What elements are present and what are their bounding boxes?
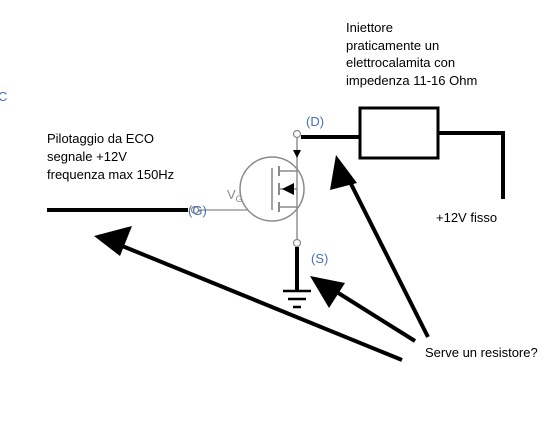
injector-line-1: Iniettore (346, 20, 393, 35)
gate-pin-label: (G) (188, 203, 207, 218)
injector-line-4: impedenza 11-16 Ohm (346, 73, 477, 88)
source-pin-label: (S) (311, 251, 328, 266)
arrow-to-drain (330, 155, 430, 338)
gate-pin-dot (190, 205, 200, 215)
drain-pin-dot (292, 129, 302, 139)
supply-label: +12V fisso (436, 210, 497, 225)
drain-arrowhead (293, 150, 301, 158)
question-label: Serve un resistore? (425, 345, 538, 360)
injector-line-3: elettrocalamita con (346, 55, 455, 70)
arrow-to-source (310, 276, 417, 343)
mosfet-arrow (282, 183, 294, 195)
drive-line-3: frequenza max 150Hz (47, 167, 174, 182)
drain-pin-label: (D) (306, 114, 324, 129)
injector-box (358, 106, 440, 160)
injector-line-2: praticamente un (346, 38, 439, 53)
arrow-to-gate (94, 226, 403, 362)
supply-wire (438, 131, 505, 199)
source-pin-dot (292, 238, 302, 248)
drive-line-2: segnale +12V (47, 149, 127, 164)
drive-line-1: Pilotaggio da ECO (47, 131, 154, 146)
vg-label: VG (227, 187, 243, 204)
edge-mark: C (0, 89, 7, 104)
